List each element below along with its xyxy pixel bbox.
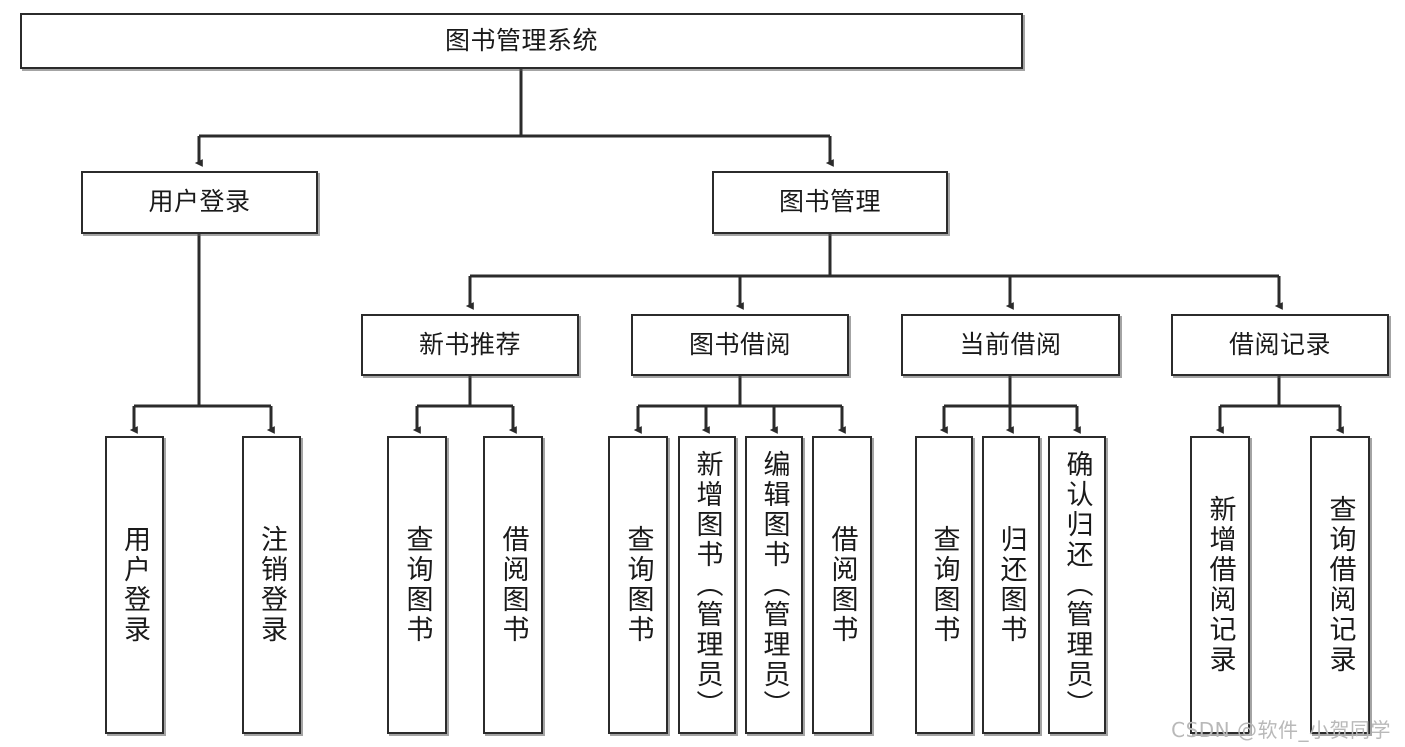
node-label: 查询图书 [622,525,654,645]
node-book-management[interactable]: 图书管理 [712,171,948,234]
node-label: 编辑图书（管理员） [758,450,790,720]
leaf-recommend-borrow-book[interactable]: 借阅图书 [483,436,543,734]
node-label: 查询借阅记录 [1324,495,1356,675]
leaf-borrow-edit-book-admin[interactable]: 编辑图书（管理员） [745,436,803,734]
node-label: 借阅记录 [1228,329,1331,359]
node-root-system[interactable]: 图书管理系统 [20,13,1023,69]
node-label: 图书管理系统 [444,25,598,55]
node-user-login[interactable]: 用户登录 [81,171,318,234]
node-label: 借阅图书 [826,525,858,645]
leaf-user-login-signin[interactable]: 用户登录 [105,436,164,734]
node-new-book-recommend[interactable]: 新书推荐 [361,314,579,376]
leaf-borrow-query-book[interactable]: 查询图书 [608,436,668,734]
node-label: 新书推荐 [418,329,521,359]
leaf-recommend-query-book[interactable]: 查询图书 [387,436,447,734]
leaf-record-query-record[interactable]: 查询借阅记录 [1310,436,1370,734]
node-book-borrow[interactable]: 图书借阅 [631,314,849,376]
node-label: 查询图书 [928,525,960,645]
node-label: 用户登录 [119,525,150,645]
leaf-user-login-signout[interactable]: 注销登录 [242,436,301,734]
leaf-record-add-record[interactable]: 新增借阅记录 [1190,436,1250,734]
leaf-current-query-book[interactable]: 查询图书 [915,436,973,734]
leaf-borrow-borrow-book[interactable]: 借阅图书 [812,436,872,734]
csdn-watermark: CSDN @软件_小贺同学 [1171,718,1391,742]
node-borrow-record[interactable]: 借阅记录 [1171,314,1389,376]
node-label: 新增借阅记录 [1204,495,1236,675]
node-label: 用户登录 [148,187,251,217]
node-label: 查询图书 [401,525,433,645]
node-label: 确认归还（管理员） [1061,450,1093,720]
node-label: 借阅图书 [497,525,529,645]
leaf-borrow-add-book-admin[interactable]: 新增图书（管理员） [678,436,736,734]
leaf-current-return-book[interactable]: 归还图书 [982,436,1040,734]
node-current-borrow[interactable]: 当前借阅 [901,314,1120,376]
node-label: 图书借阅 [688,329,791,359]
node-label: 新增图书（管理员） [691,450,723,720]
node-label: 归还图书 [995,525,1027,645]
leaf-current-confirm-return-admin[interactable]: 确认归还（管理员） [1048,436,1106,734]
node-label: 注销登录 [256,525,287,645]
node-label: 当前借阅 [959,329,1062,359]
node-label: 图书管理 [778,187,881,217]
